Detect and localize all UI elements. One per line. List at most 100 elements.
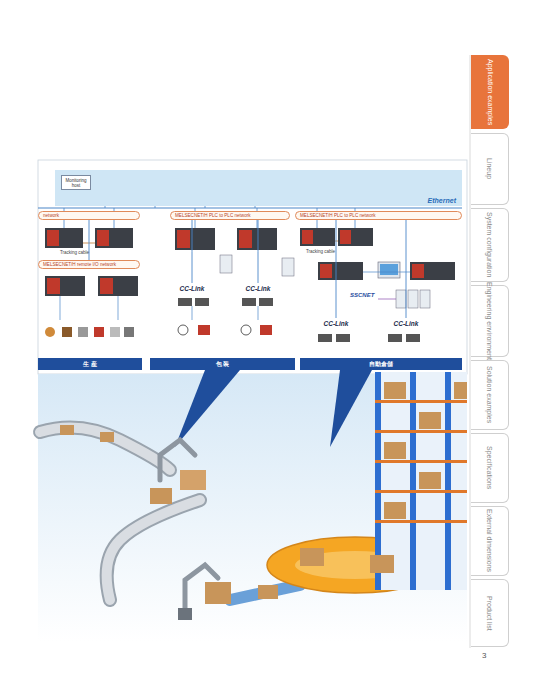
host-box: Monitoring host	[61, 175, 91, 190]
carton	[384, 442, 406, 459]
io-block	[406, 334, 420, 342]
diagram-frame	[38, 160, 467, 374]
network-bar: network	[38, 211, 140, 220]
wire	[363, 272, 410, 273]
plc-module	[412, 264, 424, 278]
rack-beam	[375, 460, 467, 463]
cable-label: Tracking cable	[60, 250, 89, 255]
wire	[60, 296, 61, 320]
field-icon	[78, 327, 88, 337]
carton	[370, 555, 394, 573]
node-text: MELSECNET/H PLC to PLC network	[300, 213, 376, 218]
conveyors	[40, 428, 300, 601]
conveyor-belt	[40, 428, 170, 471]
side-tab: External dimensions	[471, 506, 509, 576]
carton	[384, 382, 406, 399]
rack-beam	[375, 490, 467, 493]
io-block	[195, 298, 209, 306]
cclink-logo: CC-Link	[178, 283, 206, 293]
carton	[180, 470, 206, 490]
node-text: Ethernet	[428, 197, 456, 204]
servo-amp	[408, 290, 418, 308]
network-link	[406, 220, 407, 318]
motor-icon	[198, 325, 210, 335]
node-text: Engineering environment	[486, 282, 493, 360]
robot-arm	[160, 440, 195, 480]
side-tab: Product list	[471, 579, 509, 647]
sscnet-wire	[378, 299, 396, 300]
node-text: network	[43, 213, 59, 218]
side-tab: Solution examples	[471, 360, 509, 430]
sensor-symbol	[178, 325, 188, 335]
io-block	[259, 298, 273, 306]
node-text: Application examples	[487, 59, 494, 125]
servo-amp	[396, 290, 406, 308]
section-band: 自動倉儲	[300, 358, 462, 370]
carton	[454, 382, 467, 399]
network-link	[336, 220, 337, 318]
carton	[100, 432, 114, 442]
callout-pointer	[330, 370, 372, 447]
network-bar: MELSECNET/H remote I/O network	[38, 260, 140, 269]
carton	[150, 488, 172, 504]
node-text: MELSECNET/H PLC to PLC network	[175, 213, 251, 218]
plc-rack	[95, 228, 133, 248]
io-block	[242, 298, 256, 306]
plc-module	[177, 230, 190, 248]
cartons	[60, 425, 394, 604]
hmi-panel	[378, 262, 400, 278]
page-number: 3	[482, 651, 486, 660]
node-text: CC-Link	[324, 320, 349, 327]
node-text: Product list	[486, 596, 493, 631]
plc-rack	[338, 228, 373, 246]
robot-base	[178, 608, 192, 620]
cable-label: Tracking cable	[306, 249, 335, 254]
field-icon	[124, 327, 134, 337]
plc-module	[340, 230, 351, 244]
plc-rack	[98, 276, 138, 296]
node-text: Solution examples	[486, 366, 493, 423]
ethernet-band: Ethernet Monitoring host	[55, 170, 462, 206]
node-text: 包 装	[216, 360, 230, 369]
node-text: CC-Link	[180, 285, 205, 292]
node-text: System configuration	[486, 212, 493, 277]
io-block	[178, 298, 192, 306]
plc-module	[47, 278, 60, 294]
motor-icon	[260, 325, 272, 335]
carton	[419, 412, 441, 429]
io-block	[318, 334, 332, 342]
section-band: 包 装	[150, 358, 295, 370]
plc-rack	[175, 228, 215, 250]
rack-beam	[375, 400, 467, 403]
plc-rack	[410, 262, 455, 280]
carton	[258, 585, 278, 599]
node-text: Specifications	[486, 446, 493, 489]
side-tab: Application examples	[471, 55, 509, 129]
io-block	[388, 334, 402, 342]
plc-module	[97, 230, 109, 246]
device-wires	[60, 272, 410, 320]
plc-rack	[300, 228, 335, 246]
node-text: 自動倉儲	[369, 360, 393, 369]
io-block	[336, 334, 350, 342]
rack-beam	[375, 520, 467, 523]
wire	[118, 296, 119, 320]
plc-rack	[45, 228, 83, 248]
servo-amp	[420, 290, 430, 308]
network-name: SSCNET	[350, 292, 374, 298]
side-tab: Specifications	[471, 433, 509, 503]
tracking-cables	[83, 241, 338, 243]
robots	[160, 440, 218, 620]
plc-rack	[45, 276, 85, 296]
rack-beam	[375, 430, 467, 433]
inverter	[282, 258, 294, 276]
node-text: External dimensions	[486, 509, 493, 572]
cclink-logo: CC-Link	[244, 283, 272, 293]
node-text: 生 産	[83, 360, 97, 369]
carton	[205, 582, 231, 604]
ethernet-line	[38, 207, 462, 208]
section-band: 生 産	[38, 358, 142, 370]
